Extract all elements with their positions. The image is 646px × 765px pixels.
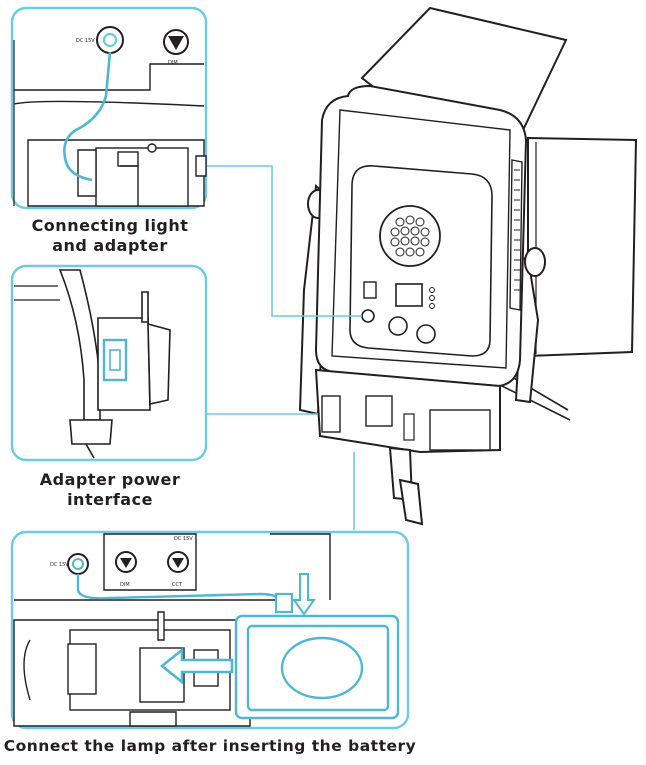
main-light-illustration: [298, 6, 638, 526]
callout-lines: [206, 165, 362, 530]
insert-arrow: [159, 647, 234, 685]
dim-label-bottom: DIM: [120, 582, 130, 588]
dc-jack: [361, 309, 375, 323]
battery: [234, 614, 400, 720]
caption-adapter-line-2: interface: [67, 490, 153, 509]
fan-grill: [379, 205, 441, 267]
callout-box-battery: DC 15V DIM CCT DC 15V: [10, 530, 410, 730]
callout-box-adapter: [10, 264, 208, 462]
caption-connecting-light: Connecting light and adapter: [12, 216, 208, 256]
caption-adapter-interface: Adapter power interface: [12, 470, 208, 510]
power-cable: [63, 51, 112, 182]
lcd-screen: [395, 283, 423, 307]
caption-adapter-line-1: Adapter power: [39, 470, 181, 489]
cct-knob: [416, 324, 436, 344]
power-switch: [363, 281, 377, 299]
dim-knob: [388, 316, 408, 336]
dc-jack-label: DC 15V: [76, 38, 95, 44]
cct-label-bottom: CCT: [172, 582, 183, 588]
dc-jack-battery-label: DC 15V: [50, 562, 69, 568]
yoke-knob-right: [524, 247, 546, 277]
caption-connecting-line-2: and adapter: [52, 236, 168, 255]
dc-in-label: DC 15V: [174, 536, 193, 542]
barn-door-right: [527, 136, 638, 358]
caption-connecting-line-1: Connecting light: [31, 216, 189, 235]
caption-insert-battery: Connect the lamp after inserting the bat…: [3, 737, 417, 755]
callout-box-connecting: DC 15V DIM: [10, 6, 208, 210]
dim-label-top: DIM: [168, 60, 178, 66]
